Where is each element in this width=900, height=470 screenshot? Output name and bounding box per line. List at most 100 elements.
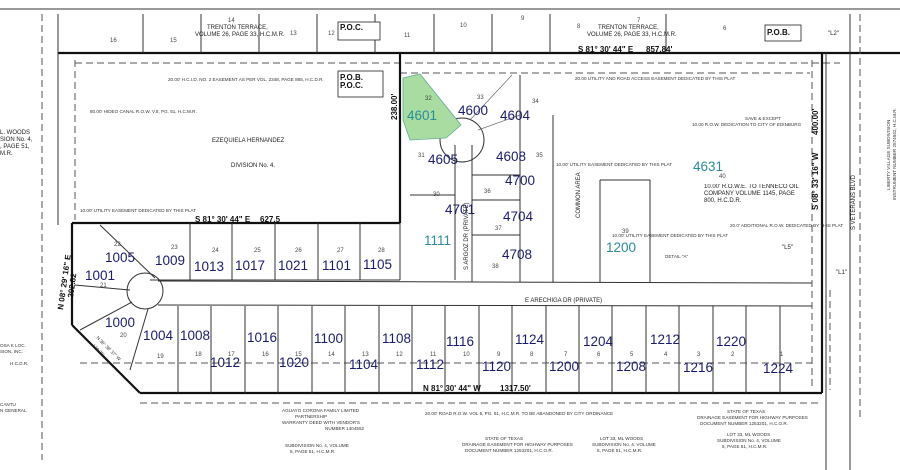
top-lot-number: 13 <box>290 31 297 37</box>
lot-number: 24 <box>212 248 219 254</box>
texas-label-2c: DOCUMENT NUMBER 1253201, H.C.O.R. <box>700 421 788 426</box>
address-label: 1216 <box>683 360 713 375</box>
left-owner-label-4: N GENERAL <box>0 408 27 413</box>
mid-distance: 627.5 <box>260 215 281 224</box>
top-lot-number: 9 <box>521 16 525 22</box>
address-label: 1208 <box>616 359 646 374</box>
l5-label: "L5" <box>782 245 793 251</box>
address-label: 1100 <box>314 331 343 346</box>
hcid-easement-label: 20.00' H.C.I.D. NO. 2 EASEMENT AS PER VO… <box>168 77 324 82</box>
texas-label-1: STATE OF TEXAS <box>485 436 523 441</box>
utility-easement-label-2: 10.00' UTILITY EASEMENT DEDICATED BY THI… <box>556 162 672 167</box>
woods-left-4: M.R. <box>0 151 13 157</box>
left-owner-label-3: CANTU <box>0 402 16 407</box>
lot-number: 8 <box>530 352 534 358</box>
lot33-label-a2: SUBDIVISION No. 4, VOLUME <box>592 442 656 447</box>
top-lot-number: 16 <box>110 38 117 44</box>
lot-number: 17 <box>228 352 235 358</box>
top-lot-number: 14 <box>228 18 235 24</box>
lot-number: 5 <box>630 352 634 358</box>
lot-number: 32 <box>425 96 432 102</box>
lot-number: 3 <box>697 352 701 358</box>
lot-number: 16 <box>262 352 269 358</box>
address-label: 4700 <box>505 173 535 188</box>
address-label: 1212 <box>650 332 680 347</box>
save-except-label-2: 10.00 R.O.W. DEDICATION TO CITY OF EDINB… <box>692 122 802 127</box>
trenton-terrace-left: TRENTON TERRACE, <box>207 25 268 31</box>
detail-a-label: DETAIL "A" <box>665 254 689 259</box>
tenneco-note: 10.00' R.O.W.E. TO TENNECO OIL COMPANY V… <box>704 184 799 204</box>
lot-number: 30 <box>433 192 440 198</box>
woods-left: L. WOODS <box>0 130 30 136</box>
lot-number: 26 <box>295 248 302 254</box>
top-lot-number: 11 <box>404 33 411 39</box>
utility-road-easement-label: 20.00 UTILITY AND ROAD ACCESS EASEMENT D… <box>575 76 736 81</box>
address-label: 1101 <box>322 258 351 273</box>
utility-easement-label-3: 10.00' UTILITY EASEMENT DEDICATED BY THI… <box>612 233 728 238</box>
address-label: 1204 <box>583 334 614 349</box>
address-label: 1111 <box>424 233 451 248</box>
lot-number: 12 <box>396 352 403 358</box>
hcdr-label: H.C.D.R. <box>10 361 28 366</box>
lot-number: 1 <box>780 352 784 358</box>
lot-number: 7 <box>564 352 568 358</box>
lot-number: 40 <box>719 174 726 180</box>
address-label: 4604 <box>500 108 531 123</box>
address-label: 1012 <box>210 355 240 370</box>
lot-line <box>74 284 131 291</box>
address-label: 4605 <box>428 152 458 167</box>
lot-number: 33 <box>477 95 484 101</box>
address-label: 4701 <box>445 202 475 217</box>
poc-label: P.O.C. <box>340 23 363 32</box>
address-label: 4601 <box>407 108 437 123</box>
save-except-label: SAVE & EXCEPT <box>745 116 781 121</box>
address-label: 1104 <box>349 357 379 372</box>
trenton-terrace-right: TRENTON TERRACE, <box>598 25 659 31</box>
division-label: DIVISION No. 4. <box>231 163 275 169</box>
lot-number: 37 <box>495 226 502 232</box>
lot-number: 11 <box>430 352 437 358</box>
lot-number: 35 <box>536 153 543 159</box>
texas-label-1b: DRAINAGE EASEMENT FOR HIGHWAY PURPOSES <box>462 442 573 447</box>
lot-number: 34 <box>532 99 539 105</box>
lot-number: 38 <box>492 264 499 270</box>
address-label: 1200 <box>606 240 636 255</box>
lot-number: 13 <box>362 352 369 358</box>
pob-poc-label-2: P.O.C. <box>340 81 363 90</box>
lot-number: 36 <box>484 189 491 195</box>
plat-linework <box>0 8 900 470</box>
lot-number: 15 <box>295 352 302 358</box>
utility-easement-label: 10.00' UTILITY EASEMENT DEDICATED BY THI… <box>80 208 196 213</box>
e-arechiga-dr-label: E ARECHIGA DR (PRIVATE) <box>525 298 602 304</box>
road-abandoned-label: 20.00' ROAD R.O.W. VOL 5, PG. 51, H.C.M.… <box>425 411 613 416</box>
lot-number: 22 <box>114 242 121 248</box>
address-label: 1220 <box>716 334 746 349</box>
pob-label: P.O.B. <box>767 28 790 37</box>
lot33-label-b2: SUBDIVISION No. 4, VOLUME <box>717 438 781 443</box>
liberty-village-label-2: INSTRUMENT NUMBER 2574942, H.C.M.R. <box>892 108 897 200</box>
address-label: 1124 <box>515 332 545 347</box>
lot-number: 6 <box>597 352 601 358</box>
top-lot-number: 12 <box>328 31 335 37</box>
lot-number: 23 <box>171 245 178 251</box>
woods-left-3: , PAGE 51, <box>0 144 30 150</box>
address-label: 4600 <box>458 103 488 118</box>
woods-left-2: SION No. 4, <box>0 137 33 143</box>
address-label: 4631 <box>693 159 723 174</box>
left-distance: 202.82' <box>66 271 79 298</box>
lot-number: 10 <box>463 352 470 358</box>
aguayo-label-2: PARTNERSHIP <box>295 414 327 419</box>
lot33-label-a: LOT 33, ML WOODS <box>600 436 643 441</box>
highlighted-lot-4601[interactable] <box>402 73 462 141</box>
s-veterans-blvd-label: S VETERANS BLVD <box>851 174 857 230</box>
lot-number: 21 <box>100 283 107 289</box>
lot-number: 27 <box>337 248 344 254</box>
lot-number: 9 <box>497 352 501 358</box>
address-label: 1224 <box>763 361 794 376</box>
trenton-terrace-right-vol: VOLUME 26, PAGE 33, H.C.M.R. <box>587 32 677 38</box>
lot33-label-a3: 5, PAGE 51, H.C.M.R. <box>597 448 642 453</box>
top-lot-number: 8 <box>577 24 581 30</box>
plat-annotations: TRENTON TERRACE, VOLUME 26, PAGE 33, H.C… <box>0 21 897 454</box>
